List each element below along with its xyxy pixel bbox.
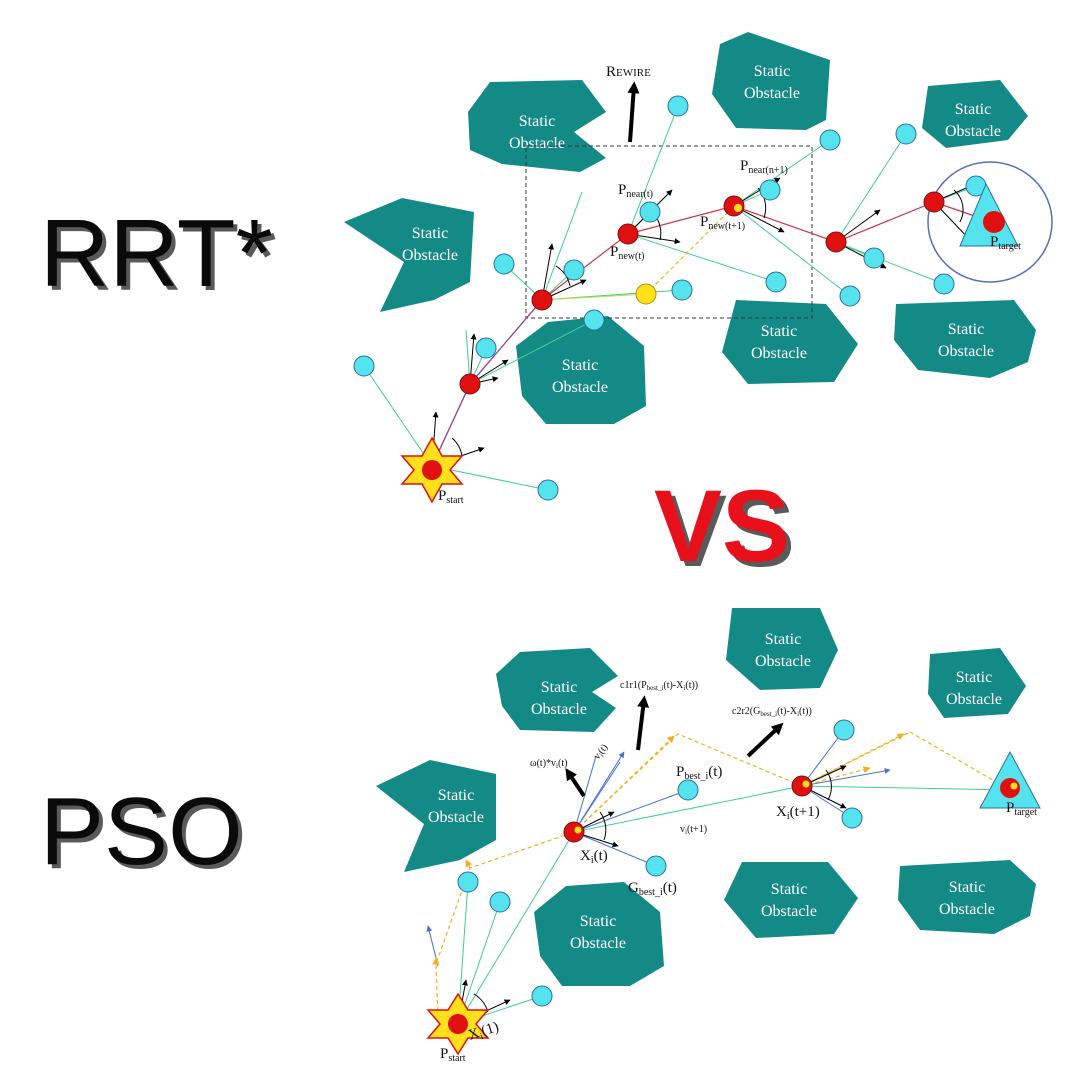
pso-obstacle-2: Static Obstacle bbox=[726, 608, 838, 690]
svg-text:Obstacle: Obstacle bbox=[552, 379, 608, 396]
rewire-box bbox=[525, 145, 813, 319]
omega-arrow bbox=[565, 768, 586, 798]
pso-obstacle-3: Static Obstacle bbox=[928, 648, 1026, 718]
p-near-n1-label: Pnear(n+1) bbox=[740, 158, 788, 176]
svg-text:Obstacle: Obstacle bbox=[570, 935, 626, 952]
svg-text:Static: Static bbox=[412, 225, 448, 242]
pso-obstacle-1: Static Obstacle bbox=[496, 648, 618, 732]
pso-particles bbox=[563, 775, 813, 843]
svg-text:Static: Static bbox=[562, 357, 598, 374]
title-rrt-shadow: RRT* bbox=[44, 204, 277, 311]
svg-text:Obstacle: Obstacle bbox=[509, 135, 565, 152]
title-pso-text: PSO bbox=[40, 778, 243, 885]
pso-cyan-nodes bbox=[457, 719, 863, 1007]
title-rrt-text: RRT* bbox=[40, 200, 273, 307]
svg-text:Obstacle: Obstacle bbox=[402, 247, 458, 264]
svg-text:Static: Static bbox=[580, 913, 616, 930]
svg-text:Obstacle: Obstacle bbox=[946, 691, 1002, 708]
pso-obstacle-4: Static Obstacle bbox=[376, 760, 496, 872]
rrt-labels: Rewire Pstart Pnear(t) Pnear(n+1) Pnew(t… bbox=[438, 64, 1021, 506]
rrt-obstacle-3: Static Obstacle bbox=[922, 80, 1028, 148]
rrt-obstacle-7: Static Obstacle bbox=[894, 300, 1036, 378]
p-near-t-label: Pnear(t) bbox=[618, 182, 653, 200]
rrt-target bbox=[959, 182, 1019, 247]
c1-label: c1r1(Pbest_i(t)-Xi(t)) bbox=[620, 680, 698, 692]
svg-text:Static: Static bbox=[765, 631, 801, 648]
svg-text:Obstacle: Obstacle bbox=[945, 123, 1001, 140]
pso-swarm bbox=[426, 695, 1041, 1056]
p-new-t-label: Pnew(t) bbox=[610, 244, 644, 262]
p-start-label: Pstart bbox=[438, 488, 464, 506]
pso-obstacle-6: Static Obstacle bbox=[724, 862, 858, 938]
title-pso-shadow: PSO bbox=[44, 782, 247, 889]
pso-start-star bbox=[426, 992, 490, 1056]
svg-text:Static: Static bbox=[541, 679, 577, 696]
rrt-tree bbox=[353, 81, 1053, 504]
svg-text:Static: Static bbox=[754, 63, 790, 80]
rrt-obstacle-1: Static Obstacle bbox=[468, 80, 606, 172]
x-i-1-label: Xi(1) bbox=[466, 1019, 501, 1046]
svg-text:Static: Static bbox=[771, 881, 807, 898]
p-target-label: Ptarget bbox=[990, 234, 1021, 252]
title-vs: VS VS bbox=[654, 469, 795, 588]
title-rrt: RRT* RRT* bbox=[40, 200, 277, 311]
pso-p-target-label: Ptarget bbox=[1006, 800, 1037, 818]
g-best-label: Gbest_i(t) bbox=[628, 880, 677, 898]
rrt-obstacles: Static Obstacle Static Obstacle Static O… bbox=[344, 32, 1036, 424]
pso-target bbox=[979, 750, 1041, 809]
x-i-t-label: Xi(t) bbox=[580, 848, 608, 866]
c1-arrow bbox=[636, 695, 650, 751]
pso-labels: c1r1(Pbest_i(t)-Xi(t)) c2r2(Gbest_i(t)-X… bbox=[440, 680, 1037, 1064]
svg-text:Obstacle: Obstacle bbox=[744, 85, 800, 102]
pso-obstacle-7: Static Obstacle bbox=[898, 860, 1036, 934]
rewire-label: Rewire bbox=[606, 64, 651, 80]
rrt-red-nodes bbox=[459, 191, 945, 395]
omega-label: ω(t)*vi(t) bbox=[530, 758, 567, 770]
pso-obstacles: Static Obstacle Static Obstacle Static O… bbox=[376, 608, 1036, 986]
svg-text:Obstacle: Obstacle bbox=[938, 343, 994, 360]
svg-text:Static: Static bbox=[761, 323, 797, 340]
svg-text:Obstacle: Obstacle bbox=[755, 653, 811, 670]
svg-text:Static: Static bbox=[438, 787, 474, 804]
rrt-obstacle-4: Static Obstacle bbox=[344, 198, 474, 312]
title-pso: PSO PSO bbox=[40, 778, 247, 889]
svg-text:Static: Static bbox=[956, 669, 992, 686]
svg-text:Obstacle: Obstacle bbox=[751, 345, 807, 362]
p-best-label: Pbest_i(t) bbox=[676, 764, 722, 782]
svg-text:Static: Static bbox=[955, 101, 991, 118]
title-vs-text: VS bbox=[654, 469, 790, 583]
c2-arrow bbox=[746, 722, 784, 758]
svg-text:Obstacle: Obstacle bbox=[428, 809, 484, 826]
rrt-new-node bbox=[635, 283, 657, 305]
svg-text:Static: Static bbox=[949, 879, 985, 896]
pso-obstacle-5: Static Obstacle bbox=[534, 882, 664, 986]
rrt-obstacle-6: Static Obstacle bbox=[722, 300, 858, 384]
rrt-start-star bbox=[400, 436, 464, 504]
svg-text:Static: Static bbox=[519, 113, 555, 130]
title-vs-shadow: VS bbox=[659, 474, 795, 588]
c2-label: c2r2(Gbest_i(t)-Xi(t)) bbox=[732, 706, 812, 718]
svg-text:Static: Static bbox=[948, 321, 984, 338]
pso-p-start-label: Pstart bbox=[440, 1046, 466, 1064]
rrt-cyan-nodes bbox=[353, 95, 987, 501]
svg-text:Obstacle: Obstacle bbox=[531, 701, 587, 718]
p-new-t1-label: Pnew(t+1) bbox=[700, 214, 745, 232]
svg-text:Obstacle: Obstacle bbox=[939, 901, 995, 918]
rrt-obstacle-5: Static Obstacle bbox=[516, 316, 646, 424]
rrt-obstacle-2: Static Obstacle bbox=[712, 32, 830, 130]
svg-text:Obstacle: Obstacle bbox=[761, 903, 817, 920]
rewire-arrow bbox=[627, 81, 640, 143]
x-i-t1-label: Xi(t+1) bbox=[776, 804, 820, 822]
target-region bbox=[927, 161, 1053, 283]
v-i-t1-label: vi(t+1) bbox=[680, 824, 707, 836]
